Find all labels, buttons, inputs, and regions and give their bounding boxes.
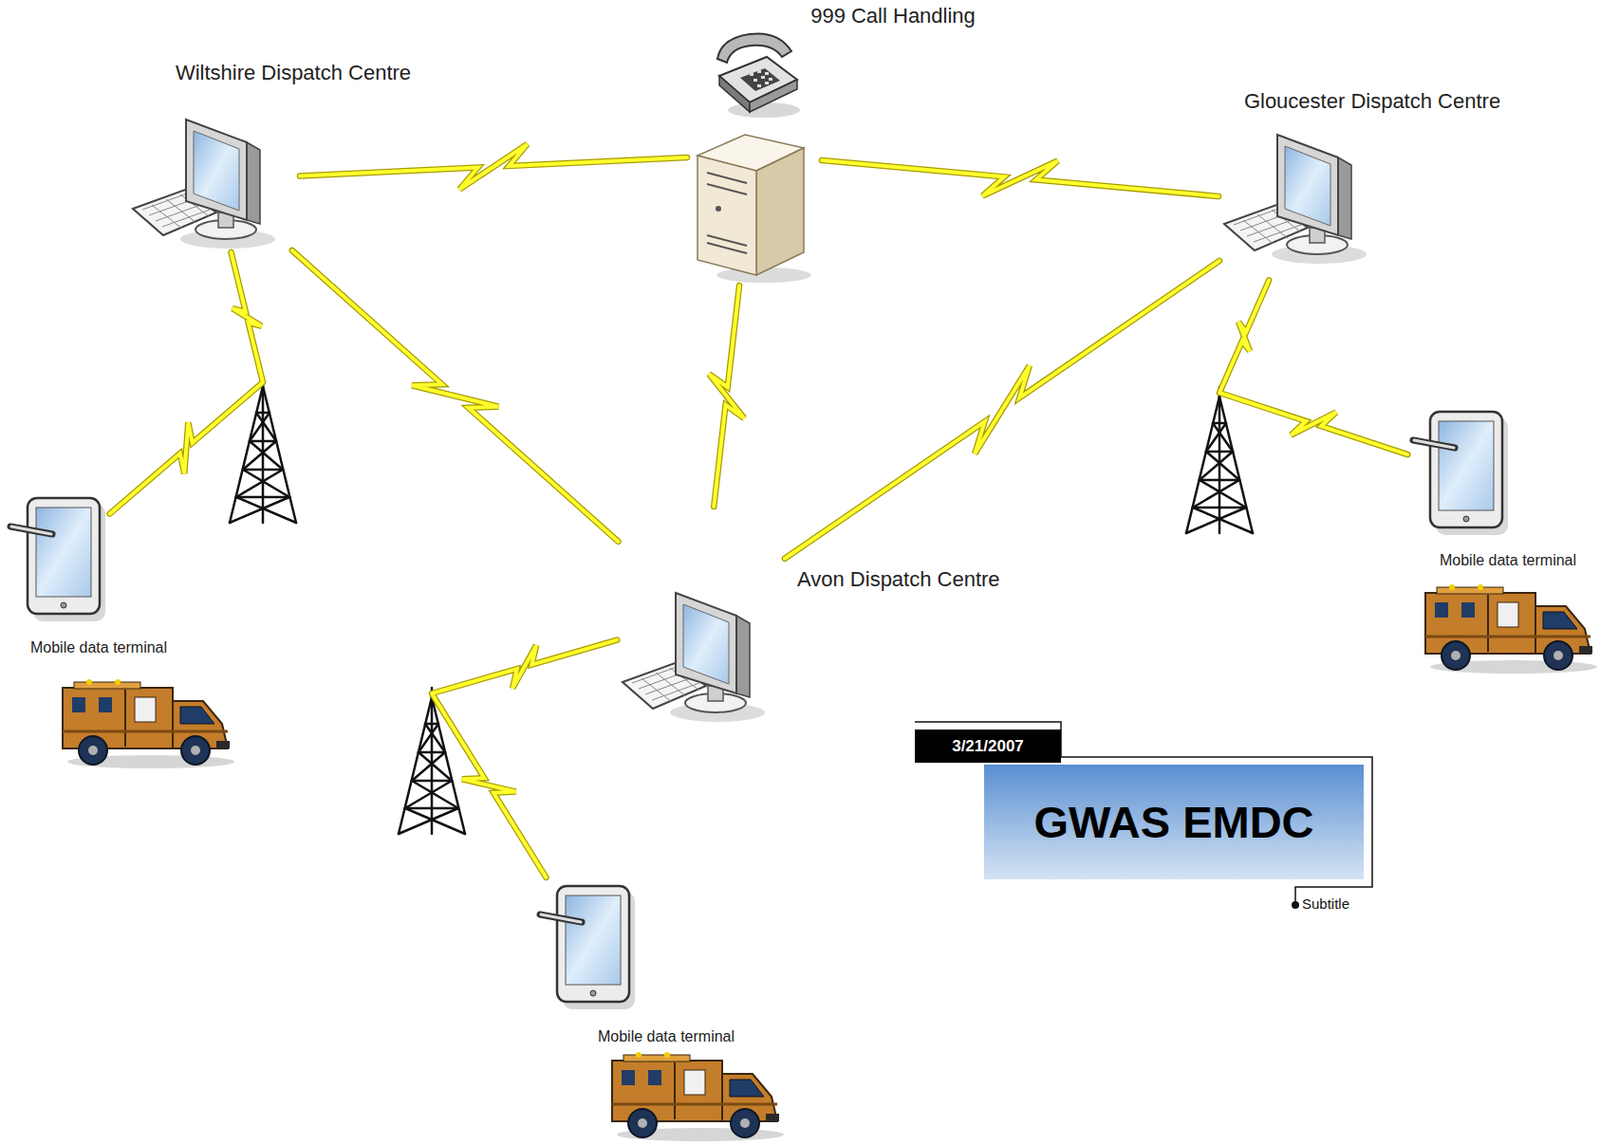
call-handling-server: 999 Call Handling [692, 28, 817, 280]
tablet-icon [10, 498, 106, 622]
lightning-link [292, 250, 619, 542]
lightning-link [821, 160, 1219, 197]
dispatch-centre: Gloucester Dispatch Centre [1224, 132, 1381, 276]
lightning-link [299, 144, 688, 189]
link-outline [784, 260, 1220, 559]
radio-mast [1186, 387, 1253, 534]
link-outline [292, 250, 619, 542]
title-banner: GWAS EMDC [984, 764, 1364, 880]
banner-frame [914, 722, 1373, 906]
node-label: Mobile data terminal [30, 639, 168, 657]
link-bolt [299, 144, 688, 189]
tablet-icon [1413, 411, 1508, 536]
link-bolt [292, 250, 619, 542]
ambulance-icon [62, 679, 235, 769]
radio-mast [398, 688, 466, 835]
link-outline [299, 144, 688, 189]
node-label: Gloucester Dispatch Centre [1244, 89, 1501, 113]
dispatch-centre: Avon Dispatch Centre [622, 512, 781, 720]
server-icon [697, 134, 812, 283]
node-label: Mobile data terminal [1439, 552, 1577, 570]
mobile-terminal: Mobile data terminal [1413, 408, 1508, 537]
link-outline [821, 160, 1219, 197]
link-outline [431, 640, 617, 878]
link-bolt [1219, 279, 1408, 455]
lightning-link [708, 285, 745, 507]
node-label: Wiltshire Dispatch Centre [175, 60, 411, 85]
link-outline [110, 252, 263, 515]
telephone-icon [717, 33, 800, 118]
lightning-link [1219, 279, 1408, 455]
date-tab: 3/21/2007 [914, 729, 1061, 763]
link-bolt [784, 260, 1220, 559]
mobile-terminal: Mobile data terminal [10, 494, 106, 623]
dispatch-centre: Wiltshire Dispatch Centre [132, 113, 295, 247]
lightning-link [431, 640, 617, 878]
link-outline [1219, 279, 1408, 455]
node-label: Mobile data terminal [597, 1028, 735, 1046]
workstation-icon [132, 119, 276, 249]
link-bolt [821, 160, 1219, 197]
node-label: 999 Call Handling [810, 3, 976, 28]
link-bolt [110, 252, 263, 515]
lightning-link [110, 252, 263, 515]
ambulance-icon [1425, 584, 1598, 674]
subtitle-label: Subtitle [1302, 895, 1350, 912]
ambulance-icon [612, 1052, 784, 1142]
frame-dot [1291, 901, 1300, 910]
node-label: Avon Dispatch Centre [797, 567, 1001, 592]
link-bolt [431, 640, 617, 878]
mobile-terminal: Mobile data terminal [535, 882, 643, 1011]
lightning-link [784, 260, 1220, 559]
link-bolt [708, 285, 745, 507]
tablet-icon [539, 886, 635, 1010]
workstation-icon [622, 593, 765, 723]
workstation-icon [1224, 134, 1367, 264]
link-outline [708, 285, 745, 507]
